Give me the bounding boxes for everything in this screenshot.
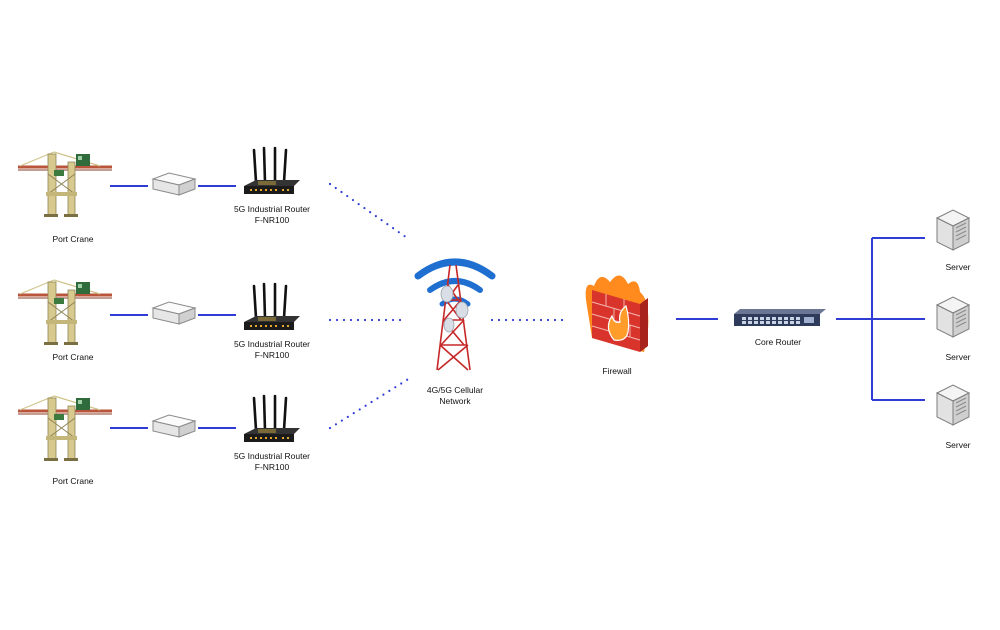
router-label-model: 5G Industrial Router [234, 204, 310, 214]
modem-2-icon [152, 301, 196, 325]
tower-label-line2: Network [439, 396, 471, 406]
links [110, 182, 925, 430]
port-crane-icon [16, 394, 114, 463]
server-2: Server [936, 296, 971, 362]
modem-1-icon [152, 172, 196, 196]
server-3: Server [936, 384, 971, 450]
industrial-router-3: 5G Industrial Router F-NR100 [234, 394, 310, 472]
server-label: Server [945, 352, 970, 362]
server-icon [936, 384, 970, 426]
server-icon [936, 296, 970, 338]
port-crane-2: Port Crane [16, 278, 114, 362]
router-label-name: F-NR100 [255, 462, 290, 472]
core-router-label: Core Router [755, 337, 801, 347]
server-label: Server [945, 440, 970, 450]
port-crane-icon [16, 278, 114, 347]
router-label-model: 5G Industrial Router [234, 339, 310, 349]
server-icon [936, 209, 970, 251]
port-crane-label: Port Crane [52, 476, 93, 486]
tower-label-line1: 4G/5G Cellular [427, 385, 483, 395]
core-router: Core Router [734, 309, 826, 347]
industrial-router-2: 5G Industrial Router F-NR100 [234, 282, 310, 360]
wireless-link-router1-tower [328, 182, 412, 242]
router-5g-icon [242, 394, 302, 444]
router-label-name: F-NR100 [255, 215, 290, 225]
wifi-arc-middle [427, 278, 483, 293]
wireless-link-router3-tower [328, 376, 412, 430]
firewall: Firewall [585, 275, 649, 376]
router-label-model: 5G Industrial Router [234, 451, 310, 461]
industrial-router-1: 5G Industrial Router F-NR100 [234, 146, 310, 225]
port-crane-1: Port Crane [16, 150, 114, 244]
port-crane-icon [16, 150, 114, 219]
server-label: Server [945, 262, 970, 272]
core-router-icon [734, 309, 826, 326]
router-label-name: F-NR100 [255, 350, 290, 360]
wifi-arc-outer [414, 258, 496, 280]
server-1: Server [936, 209, 971, 272]
router-5g-icon [242, 282, 302, 332]
firewall-label: Firewall [602, 366, 631, 376]
firewall-icon [585, 275, 649, 352]
modem-3-icon [152, 414, 196, 438]
wifi-arc-inner [439, 296, 471, 307]
cell-tower-icon [414, 258, 496, 371]
port-crane-3: Port Crane [16, 394, 114, 486]
port-crane-label: Port Crane [52, 352, 93, 362]
port-crane-label: Port Crane [52, 234, 93, 244]
router-5g-icon [242, 146, 302, 196]
cellular-network: 4G/5G Cellular Network [414, 258, 496, 406]
